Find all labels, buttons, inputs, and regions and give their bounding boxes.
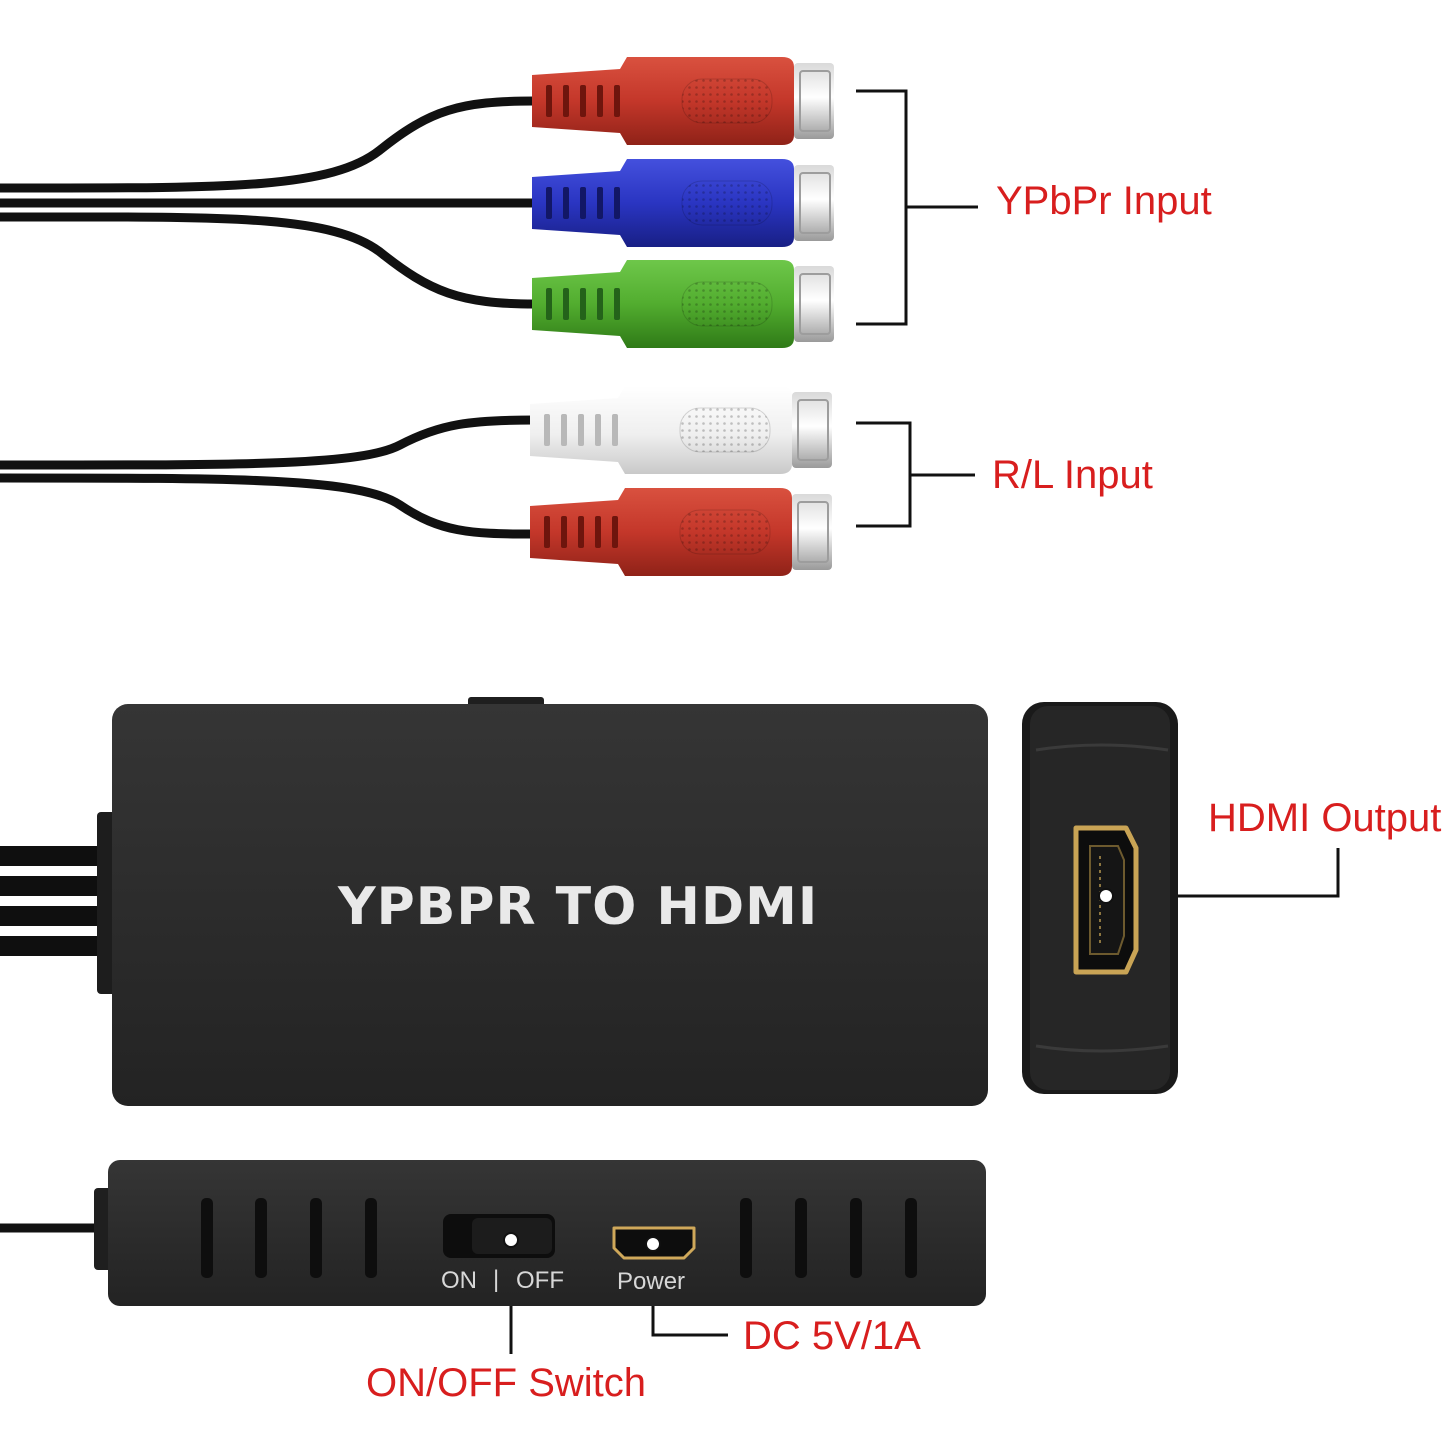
rl-input-label: R/L Input <box>992 453 1153 497</box>
power-port-label: Power <box>617 1268 686 1295</box>
rca-plugs <box>530 57 834 576</box>
power-port-icon <box>612 1226 696 1260</box>
switch-separator: | <box>493 1266 500 1293</box>
switch-off-label: OFF <box>516 1267 564 1294</box>
on-off-switch-icon <box>443 1214 555 1258</box>
device-body <box>112 704 988 1106</box>
audio-cables <box>0 415 540 539</box>
rl-bracket <box>856 421 975 528</box>
switch-on-label: ON <box>441 1267 477 1294</box>
device-side <box>0 1160 986 1306</box>
cable-audio-red <box>0 473 535 539</box>
vent-left <box>201 1198 377 1278</box>
dc-power-label: DC 5V/1A <box>743 1314 921 1358</box>
device-front-text: YPBPR TO HDMI <box>338 877 819 937</box>
hdmi-output-label: HDMI Output <box>1208 796 1442 840</box>
ypbpr-cables <box>0 96 540 309</box>
cable-red <box>0 96 540 193</box>
vent-right <box>740 1198 917 1278</box>
cable-white <box>0 415 540 470</box>
rca-plug-red-video <box>532 57 834 145</box>
rca-plug-blue-video <box>532 159 834 247</box>
cable-green <box>0 212 540 309</box>
hdmi-output-line <box>1106 848 1340 898</box>
on-off-switch-label: ON/OFF Switch <box>366 1361 647 1405</box>
ypbpr-bracket <box>856 89 978 326</box>
ypbpr-input-label: YPbPr Input <box>996 179 1212 223</box>
rca-plug-red-audio <box>530 488 832 576</box>
rca-plug-white-audio <box>530 386 832 474</box>
rca-plug-green-video <box>532 260 834 348</box>
device-top <box>0 697 988 1106</box>
hdmi-port-icon <box>1073 825 1139 975</box>
